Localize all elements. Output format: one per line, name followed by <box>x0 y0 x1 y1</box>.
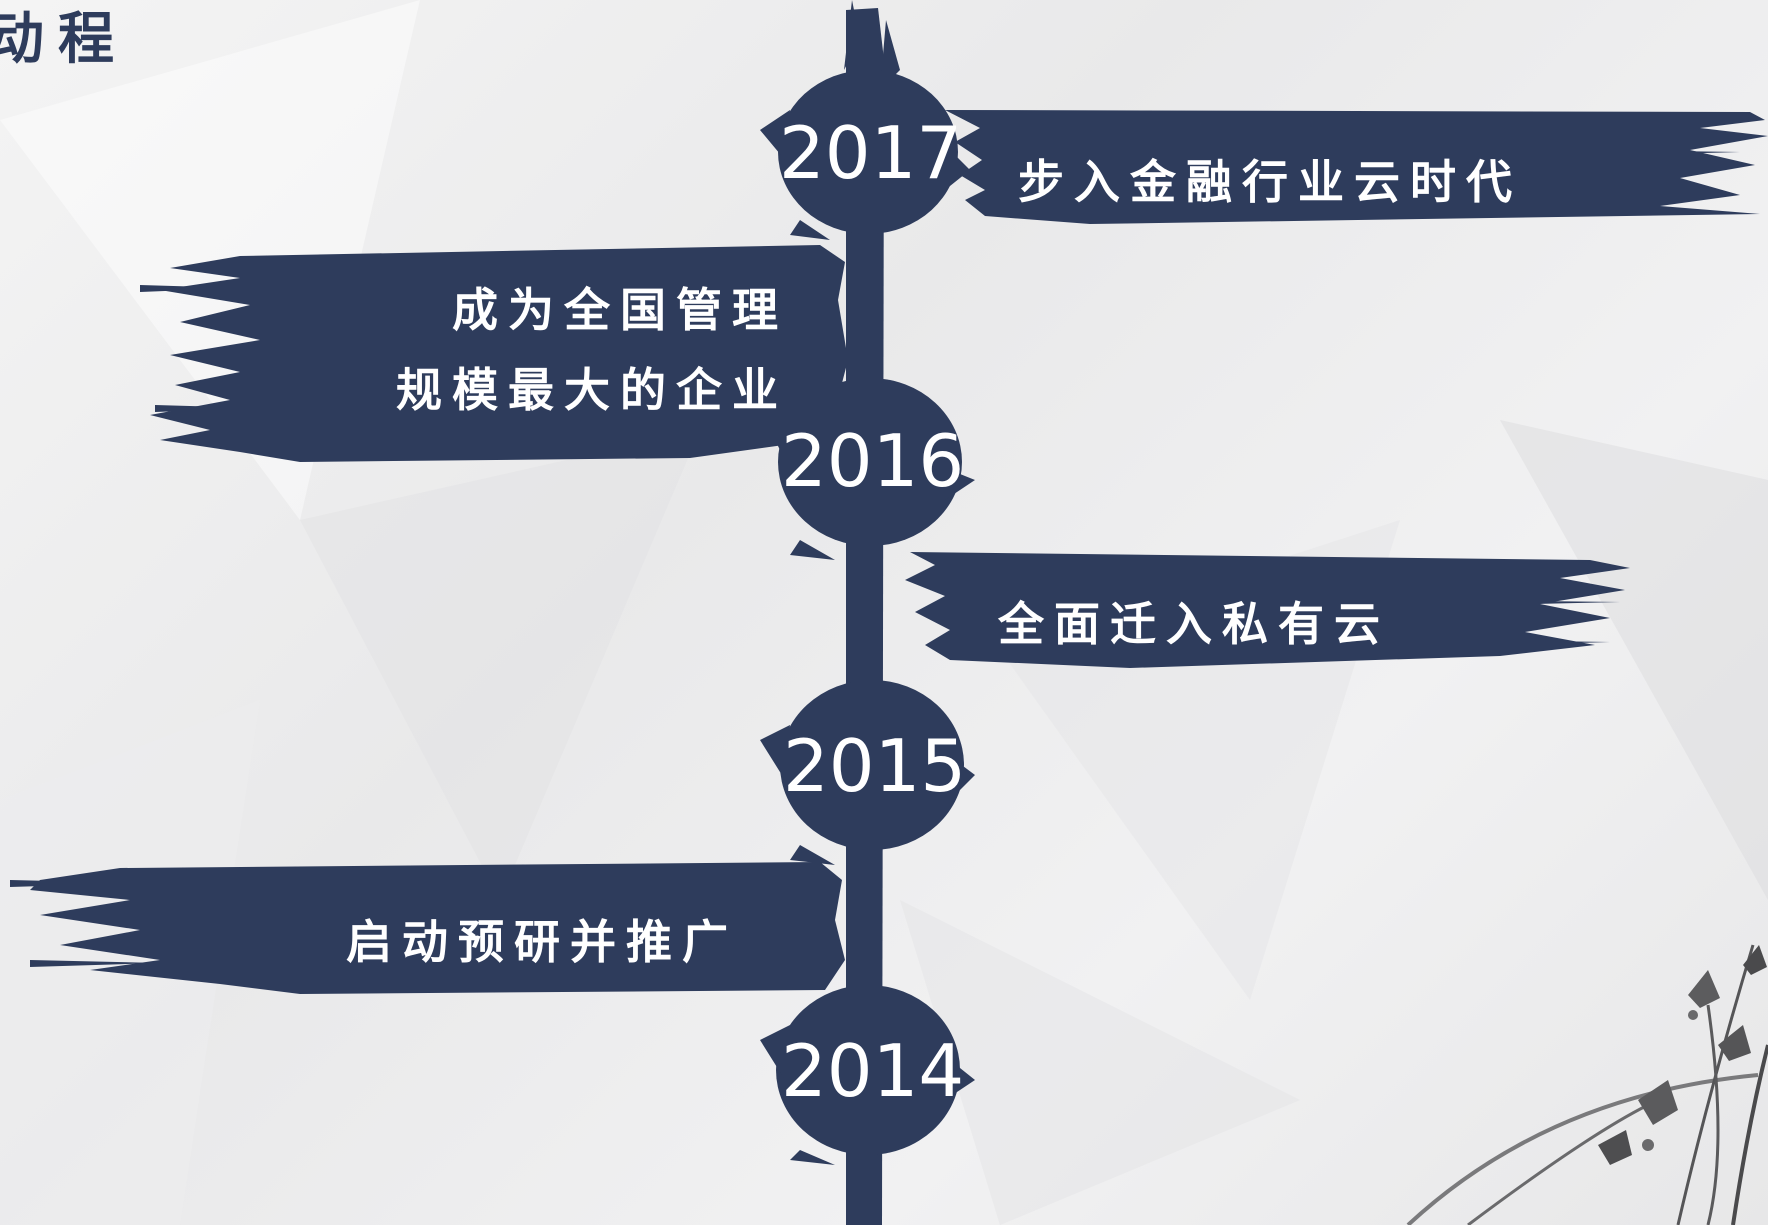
year-label: 2017 <box>779 111 963 195</box>
year-label: 2016 <box>781 419 965 503</box>
timeline-spine <box>846 8 884 1225</box>
orchid-branch-icon <box>1406 944 1768 1225</box>
event-label: 步入金融行业云时代 <box>1018 155 1522 209</box>
year-blot-2014 <box>760 985 975 1165</box>
event-label: 全面迁入私有云 <box>998 597 1390 651</box>
banner-2017 <box>945 110 1768 224</box>
banner-2015 <box>905 552 1630 668</box>
year-label: 2014 <box>781 1029 965 1113</box>
event-label: 成为全国管理 规模最大的企业 <box>396 270 788 430</box>
year-blot-2015 <box>760 680 975 865</box>
event-label: 启动预研并推广 <box>346 915 738 969</box>
event-line: 规模最大的企业 <box>396 363 788 417</box>
page-title: 动程 <box>0 6 128 72</box>
year-blot-2017 <box>760 70 970 240</box>
banner-2016 <box>140 245 848 462</box>
event-line: 成为全国管理 <box>452 283 788 337</box>
year-label: 2015 <box>783 724 967 808</box>
banner-2014 <box>10 862 845 994</box>
